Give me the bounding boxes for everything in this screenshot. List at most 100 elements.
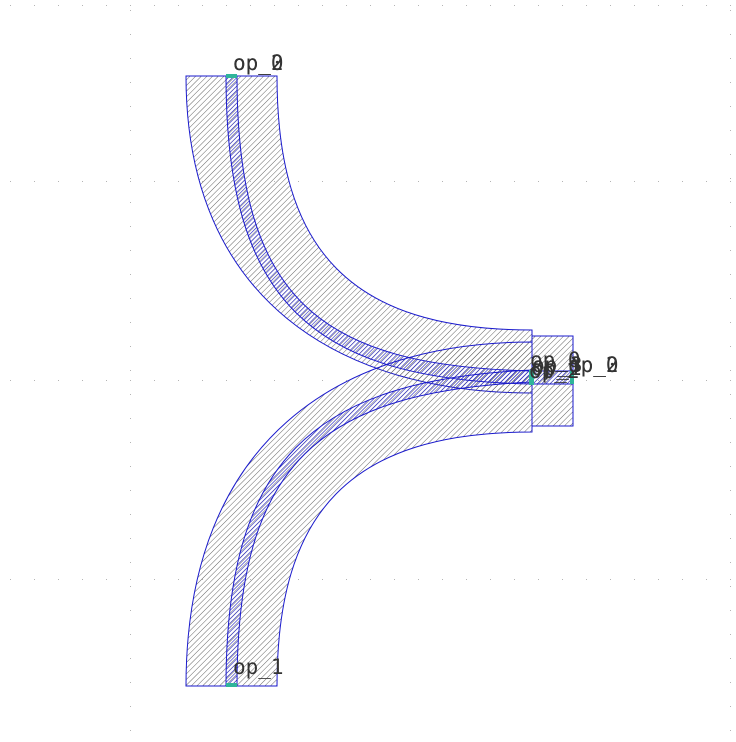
grid-dot: [706, 579, 707, 580]
grid-dot: [730, 5, 731, 6]
grid-dot: [538, 181, 539, 182]
grid-dot: [730, 634, 731, 635]
grid-dot: [586, 579, 587, 580]
grid-dot: [466, 5, 467, 6]
grid-dot: [538, 5, 539, 6]
grid-dot: [370, 181, 371, 182]
grid-dot: [658, 579, 659, 580]
grid-dot: [682, 5, 683, 6]
grid-dot: [418, 579, 419, 580]
grid-dot: [658, 380, 659, 381]
grid-dot: [226, 380, 227, 381]
grid-dot: [130, 634, 131, 635]
grid-dot: [322, 380, 323, 381]
grid-dot: [490, 5, 491, 6]
grid-dot: [562, 5, 563, 6]
grid-dot: [730, 274, 731, 275]
grid-dot: [730, 658, 731, 659]
grid-dot: [682, 181, 683, 182]
grid-dot: [730, 442, 731, 443]
grid-dot: [730, 562, 731, 563]
grid-dot: [730, 610, 731, 611]
port-label-mid-b: op_1: [531, 356, 582, 380]
grid-dot: [106, 380, 107, 381]
grid-dot: [346, 5, 347, 6]
port-label-bottom: op_1: [233, 655, 284, 679]
grid-dot: [370, 579, 371, 580]
grid-dot: [178, 5, 179, 6]
grid-dot: [730, 586, 731, 587]
grid-dot: [634, 181, 635, 182]
grid-dot: [562, 181, 563, 182]
grid-dot: [490, 181, 491, 182]
grid-dot: [130, 418, 131, 419]
grid-dot: [130, 586, 131, 587]
grid-dot: [58, 380, 59, 381]
grid-dot: [130, 658, 131, 659]
grid-dot: [706, 181, 707, 182]
grid-dot: [634, 579, 635, 580]
grid-dot: [610, 380, 611, 381]
grid-dot: [82, 5, 83, 6]
port-label-mid-a: op_0: [530, 348, 581, 372]
grid-dot: [130, 5, 131, 6]
port-marker-top: [226, 74, 237, 78]
grid-dot: [586, 380, 587, 381]
grid-dot: [730, 250, 731, 251]
grid-dot: [58, 181, 59, 182]
grid-dot: [130, 106, 131, 107]
grid-dot: [154, 5, 155, 6]
grid-dot: [730, 298, 731, 299]
grid-dot: [130, 181, 131, 182]
grid-dot: [106, 5, 107, 6]
port-marker-right: [570, 371, 574, 384]
grid-dot: [682, 579, 683, 580]
grid-dot: [730, 10, 731, 11]
grid-dot: [58, 579, 59, 580]
grid-dot: [634, 380, 635, 381]
grid-dot: [730, 380, 731, 381]
grid-dot: [202, 380, 203, 381]
grid-dot: [730, 82, 731, 83]
grid-dot: [106, 181, 107, 182]
grid-dot: [658, 181, 659, 182]
grid-dot: [394, 181, 395, 182]
grid-dot: [586, 181, 587, 182]
grid-dot: [130, 154, 131, 155]
grid-dot: [154, 380, 155, 381]
grid-dot: [130, 346, 131, 347]
port-marker-mid: [529, 370, 534, 385]
grid-dot: [130, 370, 131, 371]
grid-dot: [682, 380, 683, 381]
grid-dot: [226, 5, 227, 6]
grid-dot: [346, 579, 347, 580]
grid-dot: [298, 579, 299, 580]
port-label-mid-c: op_2: [529, 359, 580, 383]
grid-dot: [514, 5, 515, 6]
grid-dot: [130, 579, 131, 580]
grid-dot: [58, 5, 59, 6]
grid-dot: [394, 5, 395, 6]
grid-dot: [130, 706, 131, 707]
grid-dot: [250, 5, 251, 6]
port-label-right-a: op_0: [568, 353, 619, 377]
grid-dot: [730, 418, 731, 419]
grid-dot: [730, 730, 731, 731]
grid-dot: [34, 181, 35, 182]
grid-dot: [730, 538, 731, 539]
grid-dot: [154, 181, 155, 182]
grid-dot: [730, 130, 731, 131]
grid-dot: [610, 5, 611, 6]
grid-dot: [730, 178, 731, 179]
grid-dot: [178, 579, 179, 580]
grid-dot: [730, 514, 731, 515]
port-marker-bottom: [226, 683, 237, 687]
grid-dot: [34, 380, 35, 381]
grid-dot: [730, 706, 731, 707]
grid-dot: [178, 380, 179, 381]
port-label-top-a: op_0: [233, 51, 284, 75]
grid-dot: [730, 370, 731, 371]
grid-dot: [730, 579, 731, 580]
